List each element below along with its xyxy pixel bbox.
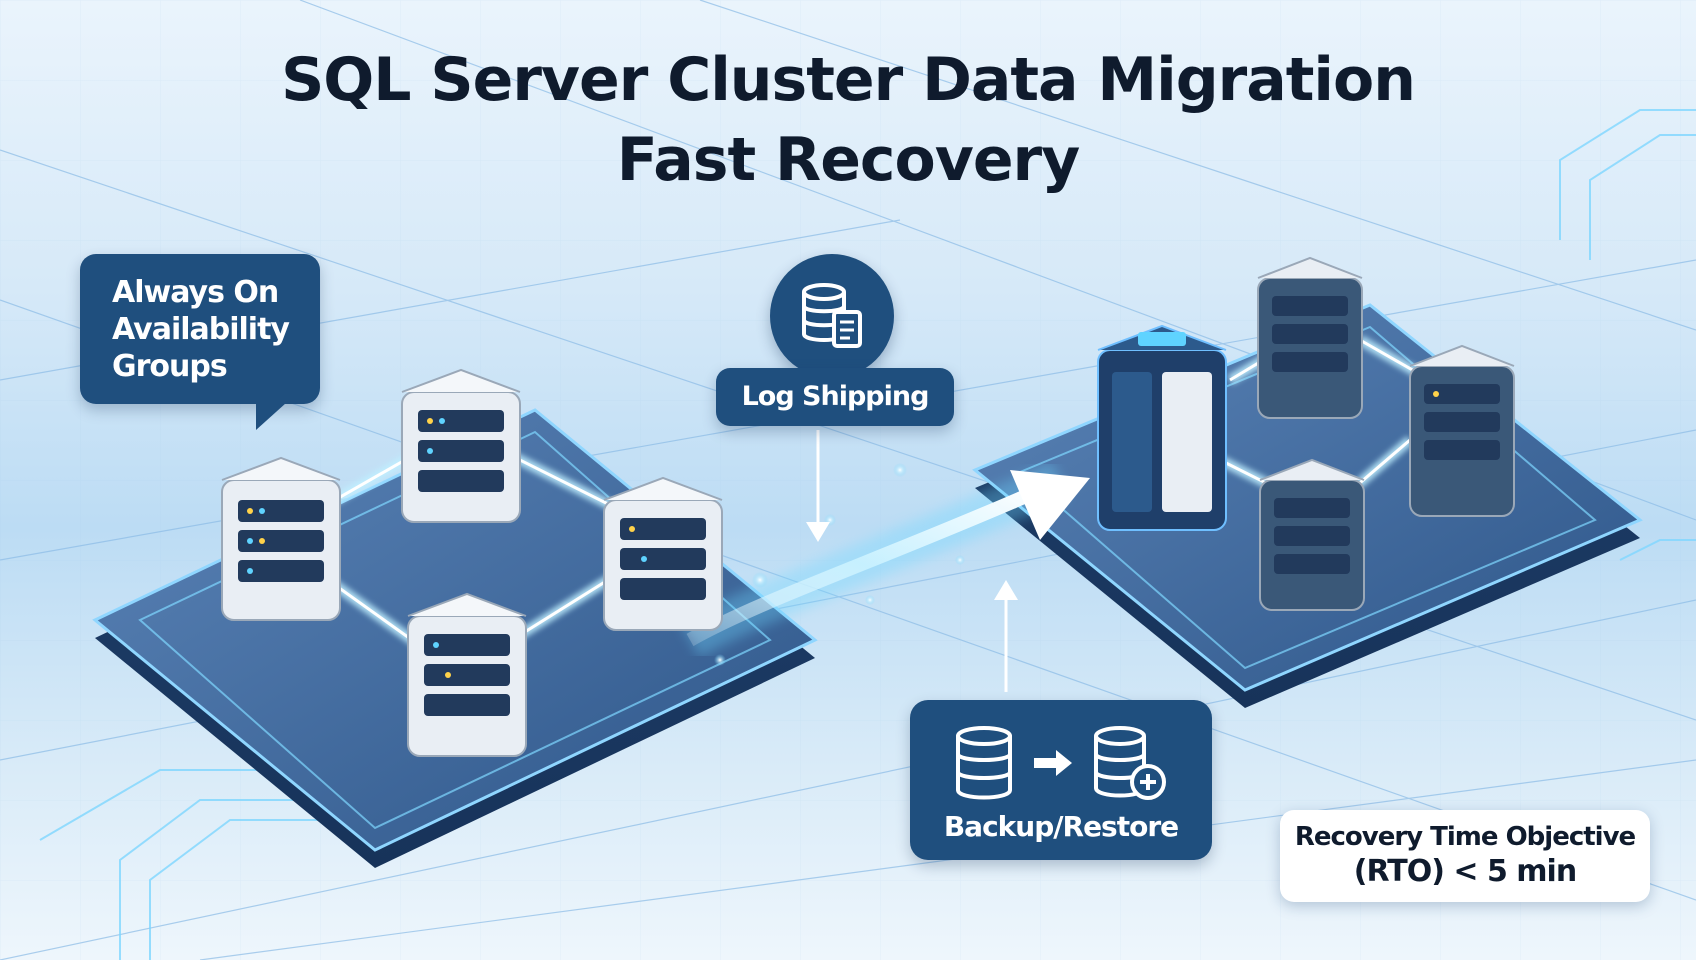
target-server-primary [1097, 324, 1227, 531]
rto-badge: Recovery Time Objective (RTO) < 5 min [1280, 810, 1650, 902]
always-on-callout: Always On Availability Groups [80, 254, 320, 430]
callout-tail [256, 394, 296, 430]
log-shipping-callout: Log Shipping [716, 368, 954, 426]
source-server-2 [401, 368, 521, 523]
log-shipping-label: Log Shipping [741, 381, 930, 412]
source-server-1 [221, 456, 341, 621]
page-title-line-2: Fast Recovery [616, 125, 1080, 195]
arrow-right-icon [1034, 750, 1072, 776]
page-title-line-1: SQL Server Cluster Data Migration [281, 45, 1416, 115]
source-server-4 [407, 592, 527, 757]
target-server-2 [1257, 256, 1363, 419]
rto-line-1: Recovery Time Objective [1294, 822, 1636, 852]
target-server-3 [1409, 344, 1515, 517]
backup-restore-callout: Backup/Restore [910, 700, 1212, 860]
target-server-4 [1259, 458, 1365, 611]
always-on-label: Always On Availability Groups [112, 275, 290, 384]
database-icon [956, 726, 1012, 800]
database-gear-icon [1094, 726, 1166, 800]
backup-restore-label: Backup/Restore [943, 810, 1179, 843]
source-server-3 [603, 476, 723, 631]
backup-restore-arrow [994, 580, 1018, 692]
log-shipping-icon-badge [770, 254, 894, 378]
log-shipping-arrow [806, 430, 830, 542]
backup-restore-icons [956, 726, 1166, 800]
circuit-traces [39, 109, 1696, 960]
rto-line-2: (RTO) < 5 min [1353, 854, 1577, 889]
database-document-icon [802, 283, 862, 348]
